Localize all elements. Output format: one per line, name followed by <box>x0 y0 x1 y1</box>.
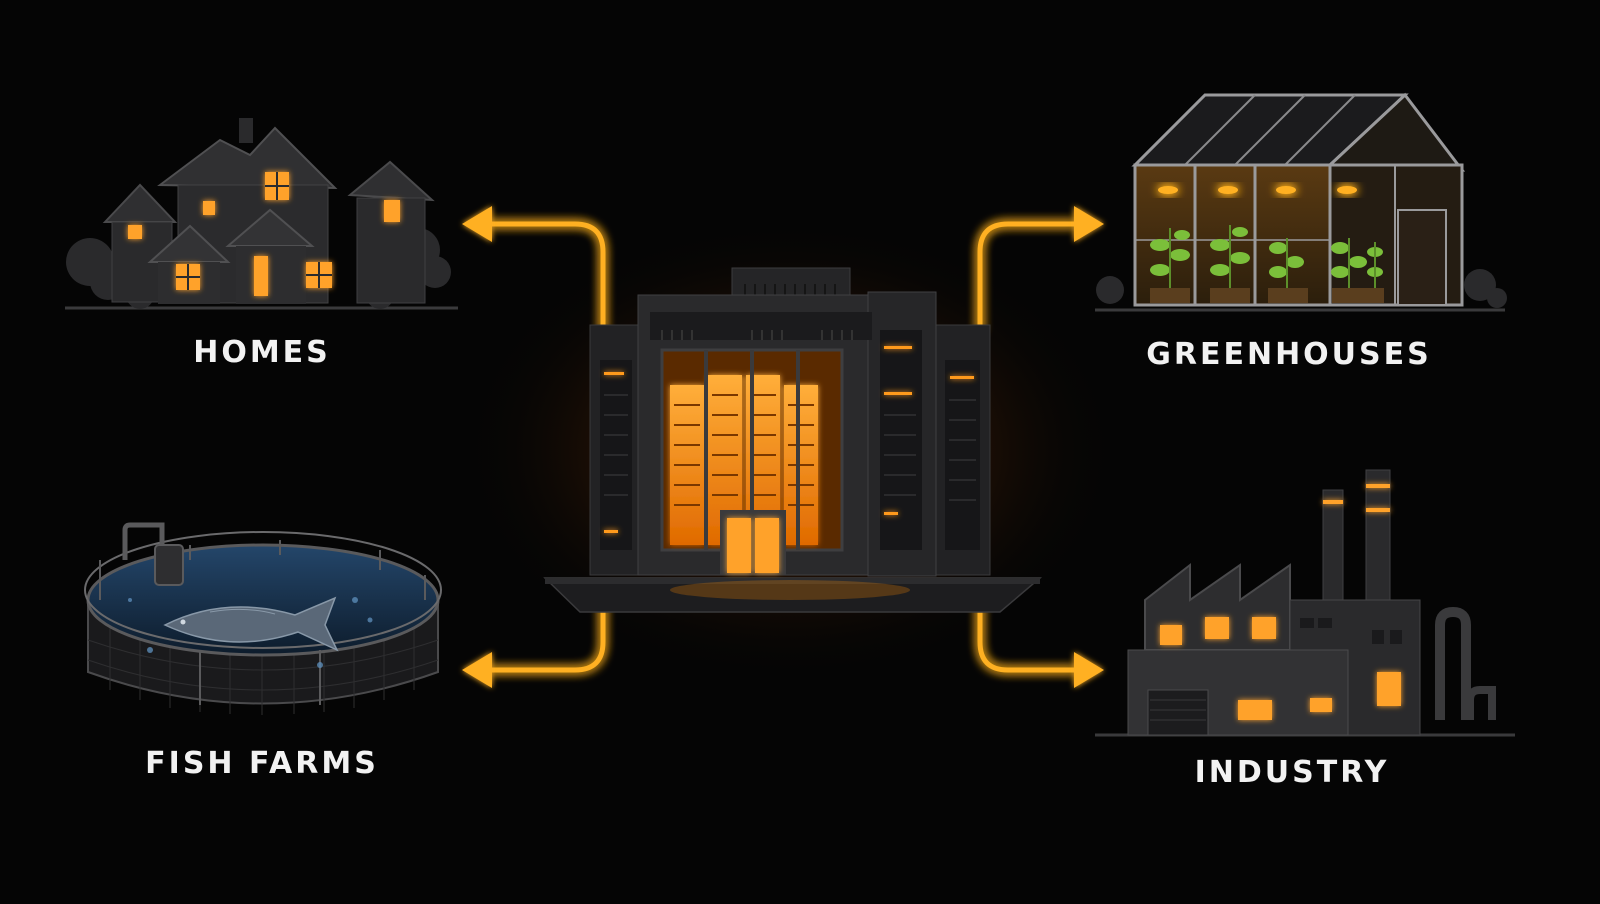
arrow-to-homes <box>487 221 606 333</box>
arrowhead-greenhouses <box>1074 206 1104 242</box>
factory-icon <box>1095 469 1515 737</box>
houses-icon <box>65 118 458 310</box>
fish-farms-label: FISH FARMS <box>145 746 379 781</box>
arrowhead-fish-farms <box>462 652 492 688</box>
arrowhead-homes <box>462 206 492 242</box>
fish-tank-icon <box>84 522 442 715</box>
arrow-to-fish-farms <box>487 595 606 673</box>
data-center-building-icon <box>543 267 1043 613</box>
greenhouse-icon <box>1095 92 1507 312</box>
greenhouses-label: GREENHOUSES <box>1146 337 1432 372</box>
homes-label: HOMES <box>193 335 331 370</box>
arrow-to-greenhouses <box>977 221 1078 333</box>
arrow-to-industry <box>977 595 1078 673</box>
industry-label: INDUSTRY <box>1194 755 1390 790</box>
arrowhead-industry <box>1074 652 1104 688</box>
